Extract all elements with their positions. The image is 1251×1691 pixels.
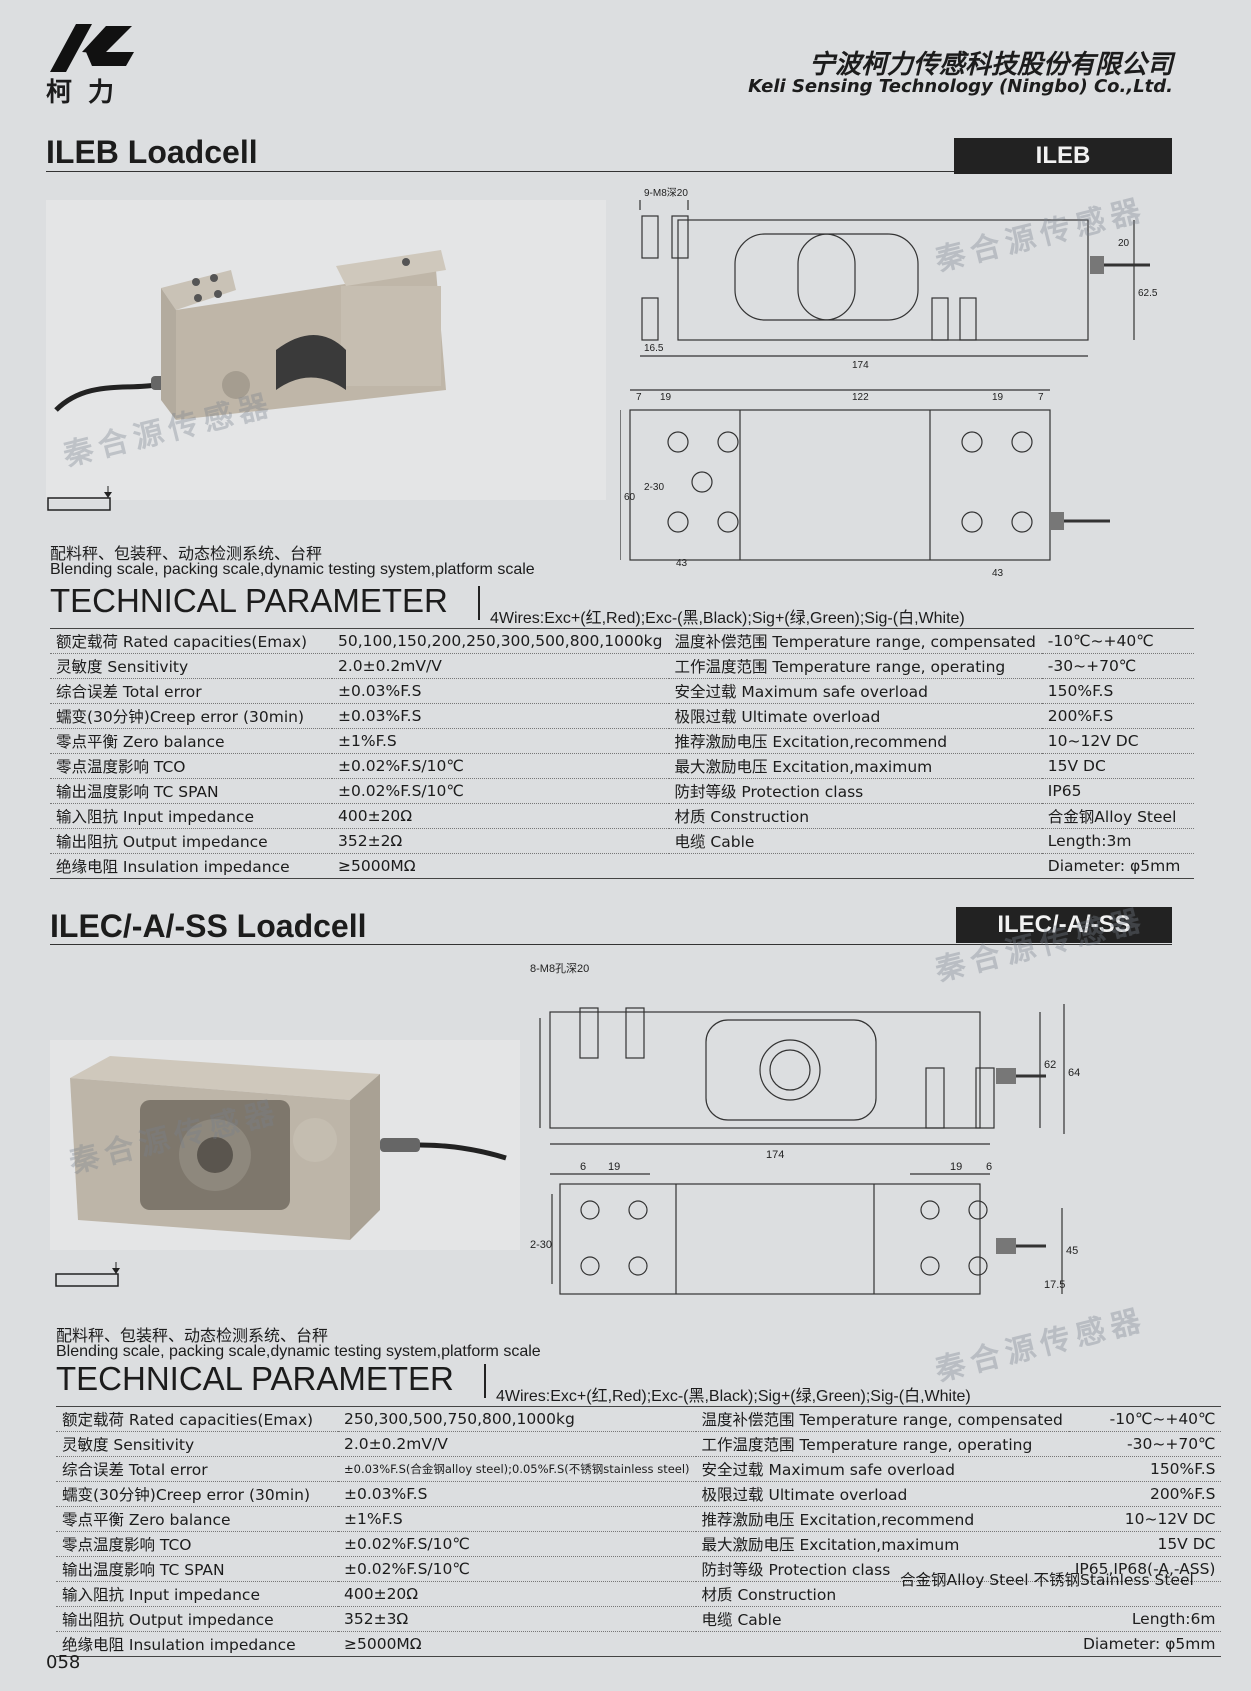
mount-icon [47,486,112,511]
dim-label: 16.5 [644,343,664,354]
dim-label: 7 [1038,392,1044,403]
dim-label: 19 [660,392,672,403]
wire-colors: 4Wires:Exc+(红,Red);Exc-(黑,Black);Sig+(绿,… [490,610,965,627]
dim-label: 20 [1118,238,1130,249]
parameter-table-ileb: 额定载荷 Rated capacities(Emax)50,100,150,20… [50,628,1194,879]
table-row: 综合误差 Total error±0.03%F.S(合金钢alloy steel… [56,1456,1222,1482]
application-cn: 配料秤、包装秤、动态检测系统、台秤 [56,1326,329,1345]
dim-label: 9-M8深20 [644,187,688,199]
dim-label: 2-30 [530,1239,552,1251]
construction-value: 合金钢Alloy Steel 不锈钢Stainless Steel [900,1571,1194,1589]
company-name-en: Keli Sensing Technology (Ningbo) Co.,Ltd… [748,76,1173,97]
product-photo-ilec [50,1040,520,1250]
dim-label: 64 [1068,1067,1080,1079]
title-separator [478,586,480,620]
dimension-drawing-ilec: 8-M8孔深20 62 62 64 174 6 19 19 6 2-30 45 … [530,962,1080,1295]
dim-label: 19 [950,1161,962,1173]
table-row: 额定载荷 Rated capacities(Emax)50,100,150,20… [50,628,1194,654]
section-divider [50,944,1172,945]
dim-label: 17.5 [1044,1279,1065,1291]
application-en: Blending scale, packing scale,dynamic te… [56,1343,541,1360]
dim-label: 2-30 [644,482,664,493]
technical-parameter-title: TECHNICAL PARAMETER [50,582,448,619]
dim-label: 174 [766,1149,784,1161]
dim-label: 174 [852,360,869,371]
mount-icon [55,1262,120,1287]
dim-label: 6 [580,1161,586,1173]
product-photo-ileb [46,200,606,500]
dim-label: 6 [986,1161,992,1173]
logo-text: 柯力 [46,78,131,108]
company-name-cn: 宁波柯力传感科技股份有限公司 [808,50,1173,80]
section-divider [46,171,1172,172]
dim-label: 62.5 [1138,288,1158,299]
dim-label: 7 [636,392,642,403]
page-number: 058 [46,1652,81,1673]
dim-label: 19 [992,392,1004,403]
dim-label: 45 [1066,1245,1078,1257]
section-title-ileb: ILEB Loadcell [46,134,258,170]
application-en: Blending scale, packing scale,dynamic te… [50,561,535,578]
parameter-table-ilec: 额定载荷 Rated capacities(Emax)250,300,500,7… [56,1406,1222,1657]
technical-parameter-title: TECHNICAL PARAMETER [56,1360,454,1397]
table-row: 额定载荷 Rated capacities(Emax)250,300,500,7… [56,1406,1222,1432]
dim-label: 43 [992,568,1004,579]
dimension-drawing-ileb: 9-M8深20 20 62.5 16.5 174 7 19 122 19 7 6… [620,187,1158,579]
company-logo-icon [50,24,134,72]
dim-label: 43 [676,558,688,569]
wire-colors: 4Wires:Exc+(红,Red);Exc-(黑,Black);Sig+(绿,… [496,1388,971,1405]
section-title-ilec: ILEC/-A/-SS Loadcell [50,908,367,944]
dim-label: 122 [852,392,869,403]
model-tag-ileb: ILEB [954,138,1172,174]
dim-label: 19 [608,1161,620,1173]
model-tag-ilec: ILEC/-A/-SS [956,907,1172,943]
dim-label: 60 [624,492,636,503]
title-separator [484,1364,486,1398]
dim-label: 8-M8孔深20 [530,962,589,975]
application-cn: 配料秤、包装秤、动态检测系统、台秤 [50,544,323,563]
dim-label: 62 [1044,1059,1056,1071]
